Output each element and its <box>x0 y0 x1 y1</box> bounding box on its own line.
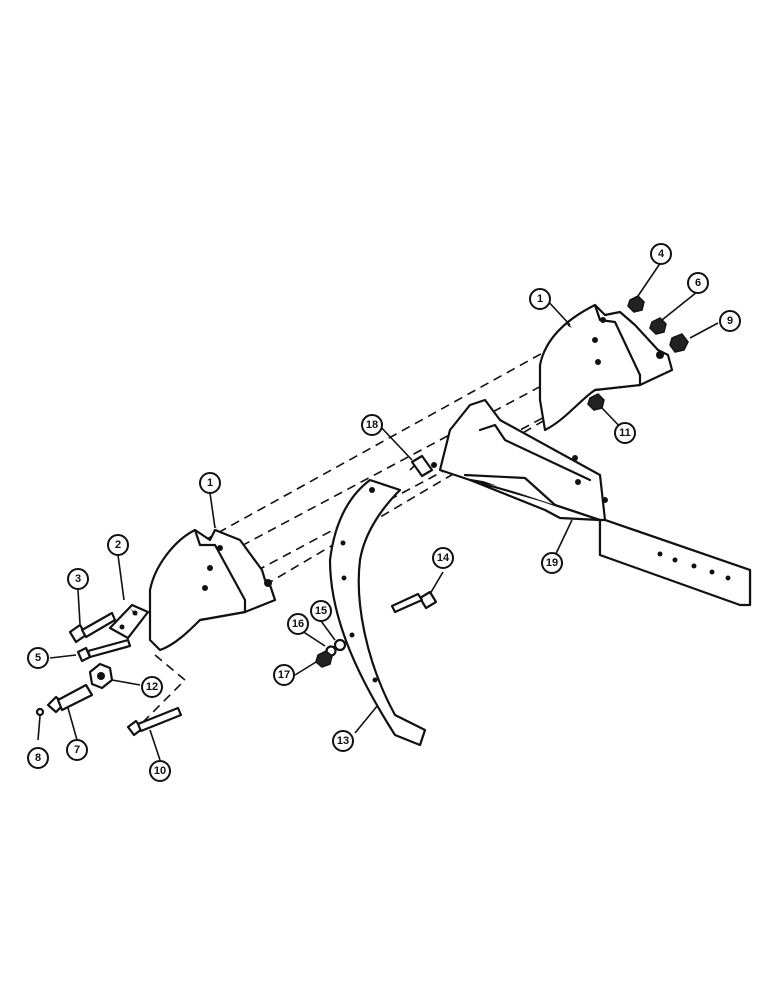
svg-text:12: 12 <box>146 681 158 693</box>
callout-10: 10 <box>149 760 171 782</box>
callout-5: 5 <box>27 647 49 669</box>
bracket-left <box>148 528 277 652</box>
callout-1-left: 1 <box>199 472 221 494</box>
leader-lines <box>37 261 719 761</box>
svg-text:7: 7 <box>74 744 80 756</box>
callout-7: 7 <box>66 739 88 761</box>
svg-text:18: 18 <box>366 419 378 431</box>
callout-12: 12 <box>141 676 163 698</box>
callout-16: 16 <box>287 613 309 635</box>
callout-1-right: 1 <box>529 288 551 310</box>
callout-19: 19 <box>541 552 563 574</box>
callout-11: 11 <box>614 422 636 444</box>
curved-shank <box>328 478 427 747</box>
svg-text:16: 16 <box>292 618 304 630</box>
svg-text:14: 14 <box>437 552 450 564</box>
svg-text:15: 15 <box>315 605 327 617</box>
callout-13: 13 <box>332 730 354 752</box>
callout-3: 3 <box>67 568 89 590</box>
svg-text:10: 10 <box>154 765 166 777</box>
svg-text:5: 5 <box>35 652 41 664</box>
callout-4: 4 <box>650 243 672 265</box>
svg-text:1: 1 <box>207 477 213 489</box>
bracket-right <box>538 303 674 432</box>
svg-text:2: 2 <box>115 539 121 551</box>
svg-text:1: 1 <box>537 293 543 305</box>
callout-2: 2 <box>107 534 129 556</box>
svg-text:17: 17 <box>278 669 290 681</box>
hardware <box>35 295 689 737</box>
svg-text:9: 9 <box>727 315 733 327</box>
callout-17: 17 <box>273 664 295 686</box>
svg-text:3: 3 <box>75 573 81 585</box>
svg-text:11: 11 <box>619 427 631 439</box>
callout-6: 6 <box>687 272 709 294</box>
callout-14: 14 <box>432 547 454 569</box>
svg-text:13: 13 <box>337 735 349 747</box>
callout-15: 15 <box>310 600 332 622</box>
callout-9: 9 <box>719 310 741 332</box>
svg-text:19: 19 <box>546 557 558 569</box>
svg-text:8: 8 <box>35 752 41 764</box>
callout-18: 18 <box>361 414 383 436</box>
svg-text:4: 4 <box>658 248 665 260</box>
tool-bar-beam <box>431 398 752 607</box>
svg-text:6: 6 <box>695 277 701 289</box>
callout-8: 8 <box>27 747 49 769</box>
